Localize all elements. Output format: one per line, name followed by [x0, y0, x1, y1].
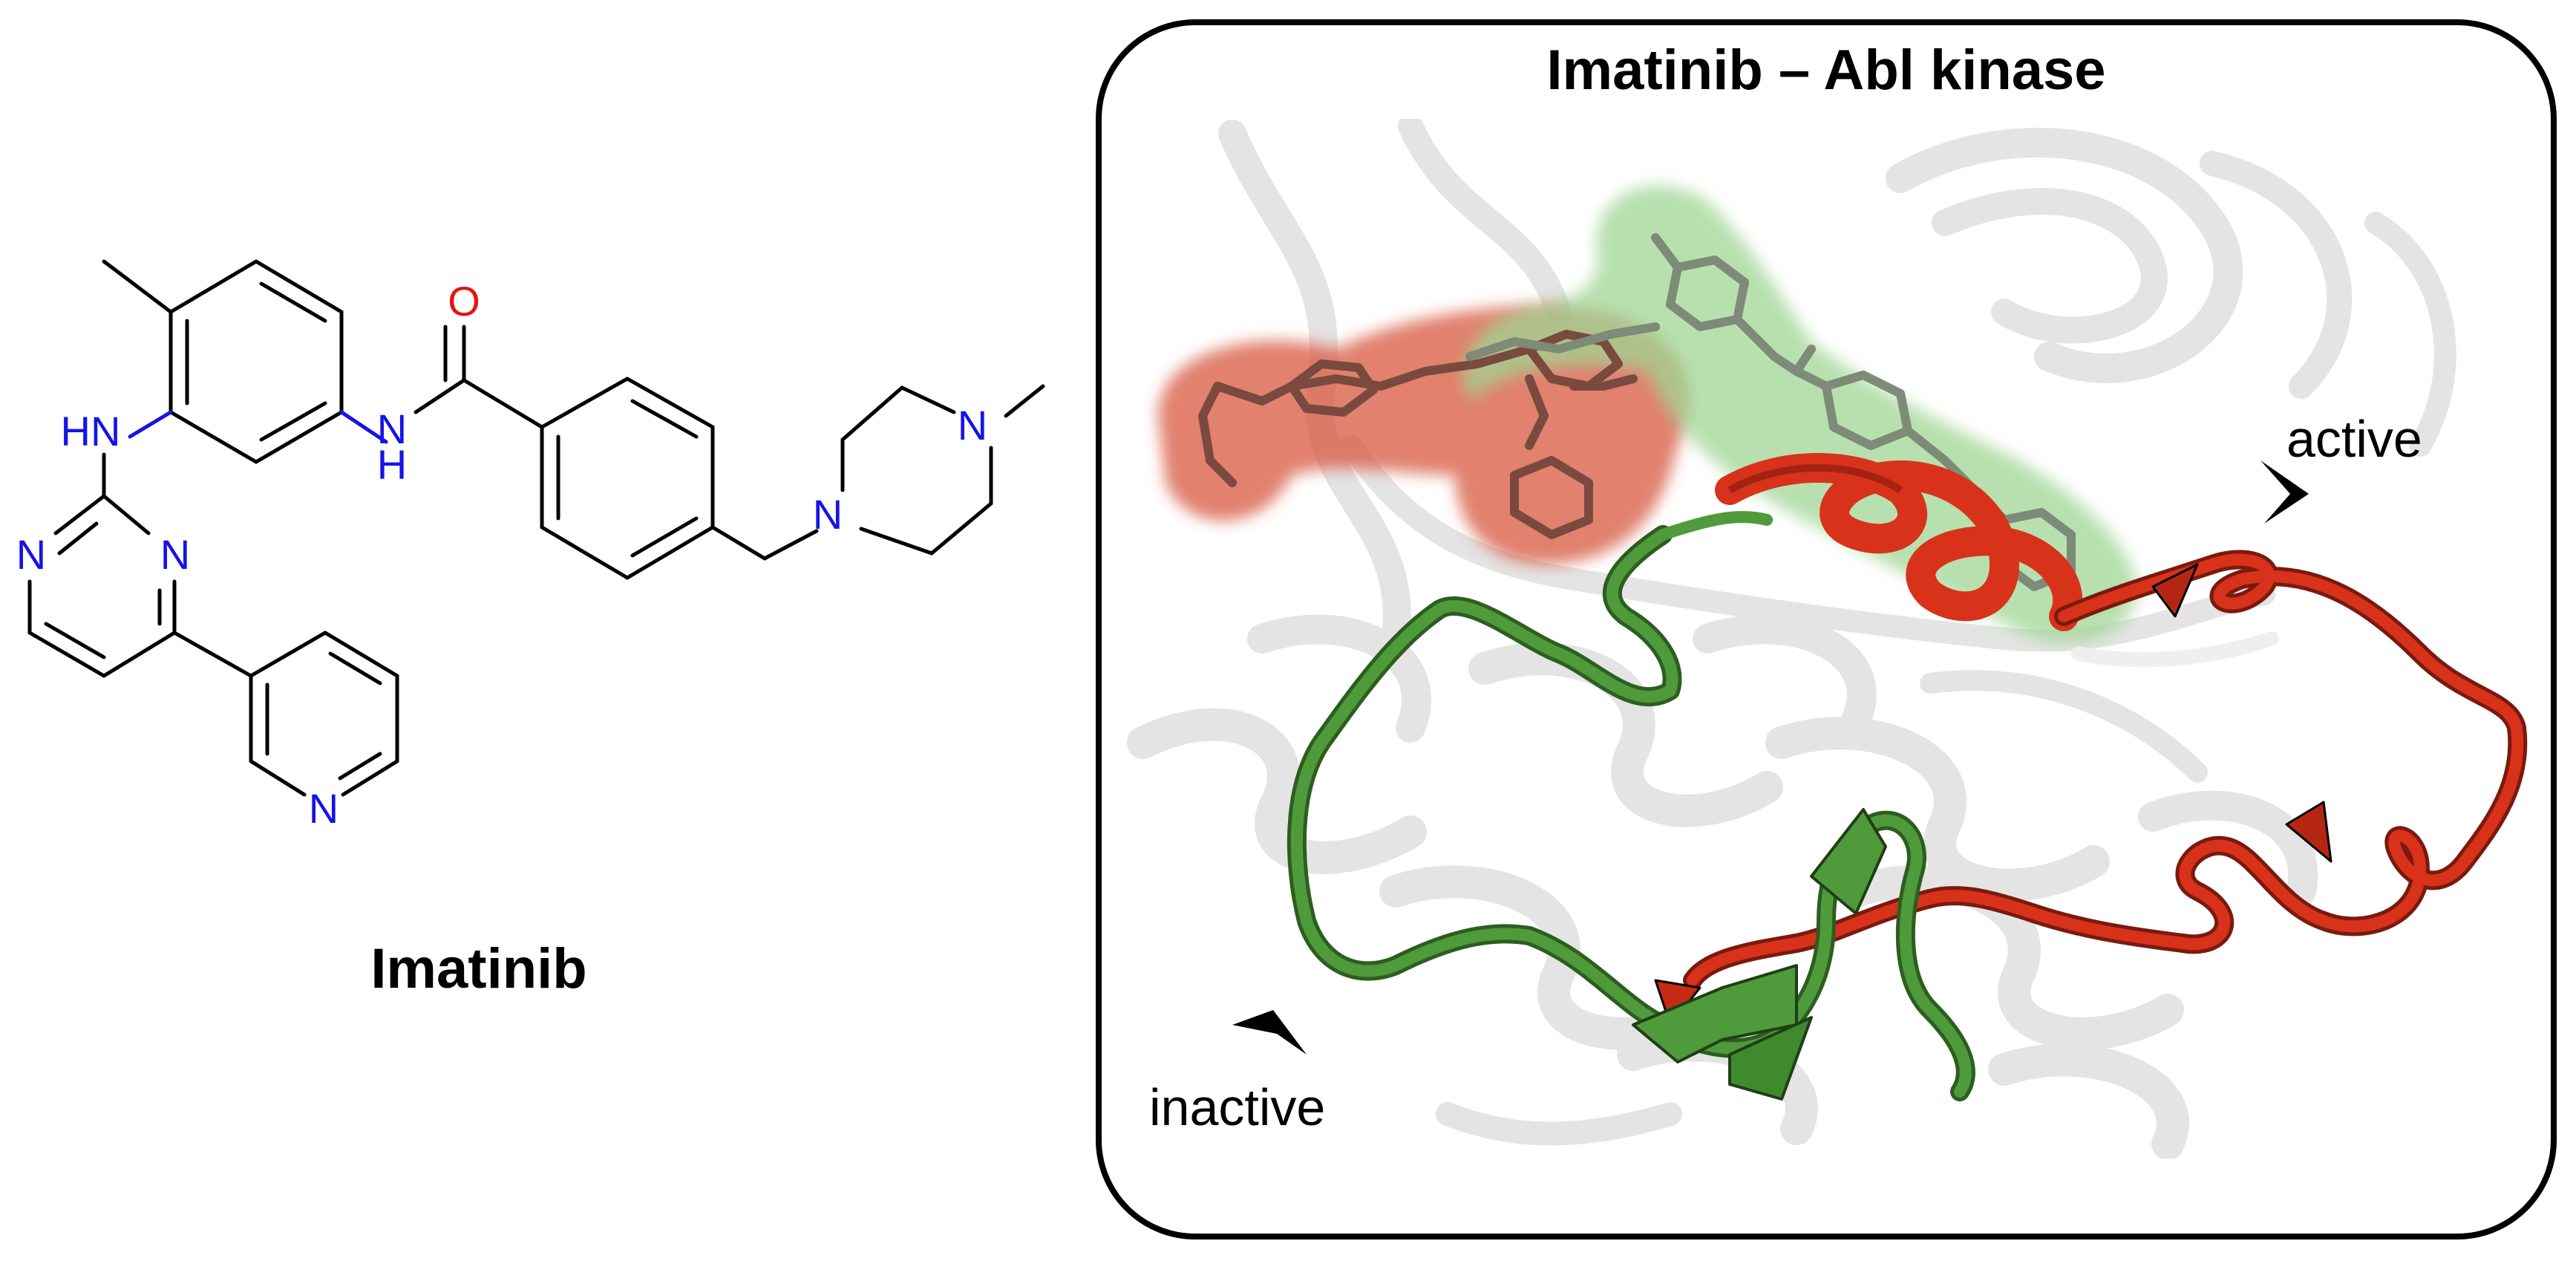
protein-backbone — [1127, 119, 2456, 1159]
inactive-chevron-icon — [1232, 1010, 1307, 1055]
atom-label-n-pyrimidine-right: N — [160, 531, 190, 578]
atom-label-n-pyrimidine-left: N — [16, 531, 46, 578]
inactive-label: inactive — [1149, 1078, 1325, 1136]
atom-label-n-pyridine: N — [309, 785, 339, 832]
amide-linker — [339, 325, 544, 444]
atom-label-n-amide: N — [377, 405, 407, 452]
atom-label-n-piperazine-4: N — [958, 402, 987, 449]
atom-labels: O N H HN N N N N N — [16, 278, 987, 832]
atom-label-h-amide: H — [377, 441, 407, 488]
active-loop — [1654, 550, 2528, 1026]
ring-b — [540, 377, 819, 580]
active-ligand-surface — [1158, 306, 1690, 564]
active-label: active — [2286, 410, 2422, 468]
active-helix — [1715, 453, 2083, 631]
protein-front-coil — [2071, 631, 2279, 668]
atom-label-hn: HN — [61, 408, 121, 455]
active-ligand-sticks — [1198, 330, 1638, 539]
amine-linker — [102, 410, 173, 498]
inactive-sheet-3 — [1810, 808, 1887, 915]
panel-title: Imatinib – Abl kinase — [1546, 39, 2105, 102]
pyridine-ring — [249, 631, 399, 797]
piperazine-ring — [840, 384, 1045, 556]
atom-label-n-piperazine-1: N — [813, 491, 843, 538]
active-chevron-icon — [2260, 460, 2309, 524]
protein-render — [1127, 119, 2528, 1159]
active-arrowhead-1 — [2151, 563, 2199, 618]
inactive-sheet-2 — [1728, 1016, 1813, 1101]
ring-a — [102, 259, 344, 464]
molecule-name: Imatinib — [370, 937, 586, 1000]
pyrimidine-ring — [27, 494, 253, 678]
inactive-loop — [1287, 511, 1975, 1101]
active-arrowhead-2 — [2285, 801, 2333, 863]
chemical-structure — [27, 259, 1045, 797]
atom-label-o: O — [448, 278, 480, 325]
